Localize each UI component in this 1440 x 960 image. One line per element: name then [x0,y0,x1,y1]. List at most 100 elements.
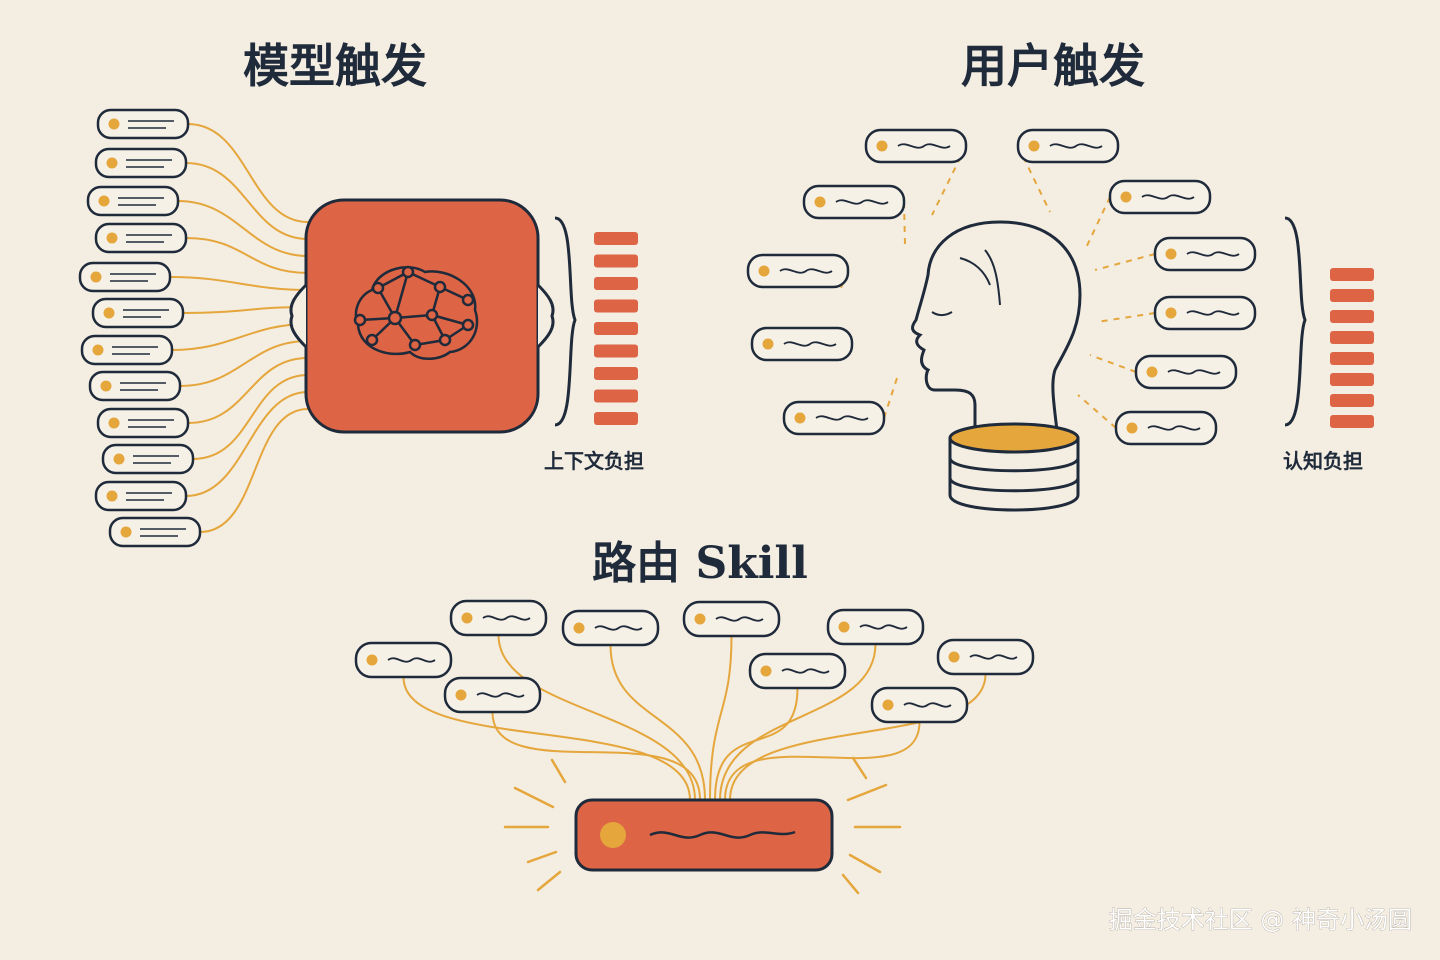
glow-ray [851,756,868,780]
route-link-line [709,635,733,801]
model-skill-card [96,108,190,140]
model-skill-card [94,147,188,179]
user-link-line [1084,196,1111,251]
cognitive-burden-bars [1330,268,1374,428]
card-dot-icon [108,118,120,130]
burden-bar [594,299,638,313]
cognitive-brace [1284,216,1307,427]
routing-connection-lines [402,634,987,801]
card-dot-icon [455,689,467,701]
glow-ray [550,758,567,784]
user-skill-card [1016,128,1120,164]
label-context-burden: 上下文负担 [544,449,644,473]
model-link-line [185,391,309,497]
card-dot-icon [106,232,118,244]
model-link-line [185,237,309,274]
burden-bar [1330,415,1374,428]
card-dot-icon [461,612,473,624]
router-glow-rays [503,756,902,895]
card-dot-icon [98,195,110,207]
user-skill-card [1134,354,1238,390]
card-dot-icon [108,417,120,429]
model-skill-card [94,480,188,512]
user-skill-cards [746,128,1257,446]
watermark: 掘金技术社区 @ 神奇小汤圆 [1109,906,1412,934]
card-dot-icon [694,613,706,625]
model-skill-card [78,261,172,293]
route-skill-card [748,652,847,690]
route-skill-card [443,676,542,714]
route-link-line [497,634,696,801]
user-link-line [1089,354,1137,373]
burden-bar [594,367,638,380]
route-skill-card [870,686,969,724]
model-core-box [289,198,555,434]
model-link-line [169,276,309,291]
user-link-line [1094,253,1156,271]
burden-bar [1330,331,1374,344]
card-dot-icon [90,271,102,283]
card-dot-icon [760,665,772,677]
card-dot-icon [1165,307,1177,319]
model-skill-card [101,443,195,475]
user-link-line [1096,312,1156,323]
router-skill-box [574,798,834,872]
context-brace [554,216,577,427]
model-skill-card [80,334,174,366]
glow-ray [513,786,555,809]
glow-ray [848,853,882,874]
route-skill-card [449,599,548,637]
model-skill-card [96,407,190,439]
glow-ray [846,783,888,802]
model-link-line [199,408,309,533]
user-skill-card [1108,179,1212,215]
glow-ray [536,870,562,892]
model-link-line [171,323,309,351]
model-link-line [187,357,309,424]
card-dot-icon [1120,191,1132,203]
card-dot-icon [1146,366,1158,378]
route-skill-card [561,609,660,647]
title-routing-skill: 路由 Skill [592,538,808,589]
route-link-line [719,643,877,801]
model-link-line [179,340,309,387]
model-link-line [187,123,309,223]
route-skill-card [354,641,453,679]
burden-bar [594,277,638,290]
user-skill-card [802,184,906,220]
card-dot-icon [106,157,118,169]
card-dot-icon [838,621,850,633]
burden-bar [1330,373,1374,386]
user-skill-card [782,400,886,436]
route-link-line [724,721,921,801]
user-link-line [883,374,899,419]
card-dot-icon [106,490,118,502]
route-skill-card [936,638,1035,676]
burden-bar [594,254,638,268]
model-link-line [182,306,309,314]
card-dot-icon [573,622,585,634]
model-skill-card [91,297,185,329]
route-link-line [609,644,706,801]
card-dot-icon [762,338,774,350]
title-user-trigger: 用户触发 [961,39,1145,93]
card-dot-icon [103,307,115,319]
burden-bar [1330,352,1374,365]
model-connection-lines [169,123,309,533]
burden-bar [594,389,638,403]
route-link-line [491,711,701,801]
route-skill-card [682,600,781,638]
card-dot-icon [120,526,132,538]
burden-bar [1330,394,1374,407]
model-skill-card [88,370,182,402]
card-dot-icon [882,699,894,711]
model-skill-card [108,516,202,548]
routing-skill-cards [354,599,1035,724]
route-skill-card [826,608,925,646]
glow-ray [526,850,558,864]
database-stack-icon [948,422,1080,512]
burden-bar [594,232,638,245]
burden-bar [594,412,638,425]
burden-bar [594,344,638,358]
